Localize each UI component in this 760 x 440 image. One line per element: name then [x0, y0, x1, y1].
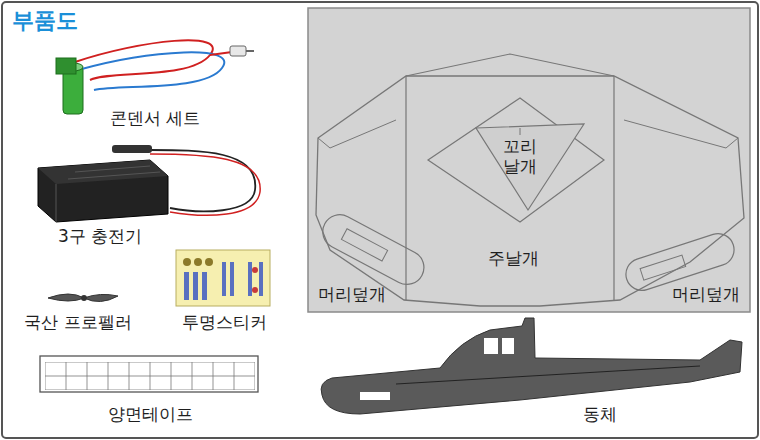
part-label: 국산 프로펠러	[24, 312, 131, 332]
part-label: 양면테이프	[108, 404, 193, 424]
part-label: 머리덮개	[318, 284, 386, 304]
part-label: 머리덮개	[672, 284, 740, 304]
diagram-title: 부품도	[12, 8, 78, 34]
part-label: 투명스티커	[182, 312, 267, 332]
part-label: 3구 충전기	[58, 226, 142, 246]
part-label: 주날개	[488, 248, 539, 268]
part-label: 꼬리 날개	[498, 136, 542, 177]
part-label: 동체	[583, 404, 617, 424]
part-label: 콘덴서 세트	[110, 108, 200, 128]
